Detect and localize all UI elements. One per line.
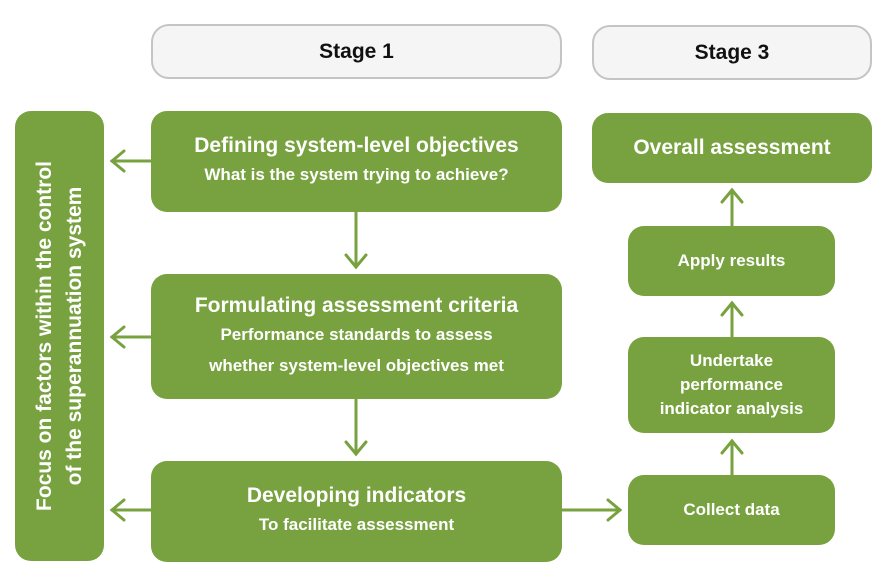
defining-objectives-title: Defining system-level objectives bbox=[194, 134, 519, 157]
stage-3-label: Stage 3 bbox=[694, 40, 770, 64]
collect-data-box: Collect data bbox=[628, 475, 835, 545]
undertake-line-1: Undertake bbox=[689, 351, 774, 370]
arrow-right bbox=[560, 498, 623, 522]
overall-assessment-box: Overall assessment bbox=[592, 113, 872, 183]
stage-1-header: Stage 1 bbox=[151, 24, 562, 79]
apply-results-box: Apply results bbox=[628, 226, 835, 296]
arrow-down-1 bbox=[344, 210, 368, 270]
arrow-up-2 bbox=[720, 300, 744, 339]
developing-indicators-title: Developing indicators bbox=[246, 484, 467, 507]
focus-side-panel: Focus on factors within the control of t… bbox=[15, 111, 104, 561]
arrow-left-2 bbox=[109, 325, 153, 349]
assessment-criteria-box: Formulating assessment criteria Performa… bbox=[151, 274, 562, 399]
assessment-criteria-sub-2: whether system-level objectives met bbox=[209, 355, 504, 375]
developing-indicators-box: Developing indicators To facilitate asse… bbox=[151, 461, 562, 562]
developing-indicators-sub: To facilitate assessment bbox=[258, 515, 455, 534]
arrow-up-3 bbox=[720, 438, 744, 477]
defining-objectives-sub: What is the system trying to achieve? bbox=[204, 165, 509, 184]
defining-objectives-box: Defining system-level objectives What is… bbox=[151, 111, 562, 212]
stage-1-label: Stage 1 bbox=[319, 39, 394, 63]
arrow-left-3 bbox=[109, 498, 153, 522]
undertake-line-3: indicator analysis bbox=[659, 399, 804, 418]
undertake-analysis-box: Undertake performance indicator analysis bbox=[628, 337, 835, 433]
collect-data-label: Collect data bbox=[683, 500, 780, 519]
apply-results-label: Apply results bbox=[677, 251, 786, 270]
assessment-criteria-title: Formulating assessment criteria bbox=[194, 293, 519, 317]
undertake-line-2: performance bbox=[680, 375, 783, 394]
stage-3-header: Stage 3 bbox=[592, 25, 872, 80]
assessment-criteria-sub-1: Performance standards to assess bbox=[220, 324, 493, 344]
arrow-left-1 bbox=[109, 149, 153, 173]
arrow-down-2 bbox=[344, 397, 368, 457]
overall-assessment-label: Overall assessment bbox=[633, 136, 831, 159]
arrow-up-1 bbox=[720, 187, 744, 228]
